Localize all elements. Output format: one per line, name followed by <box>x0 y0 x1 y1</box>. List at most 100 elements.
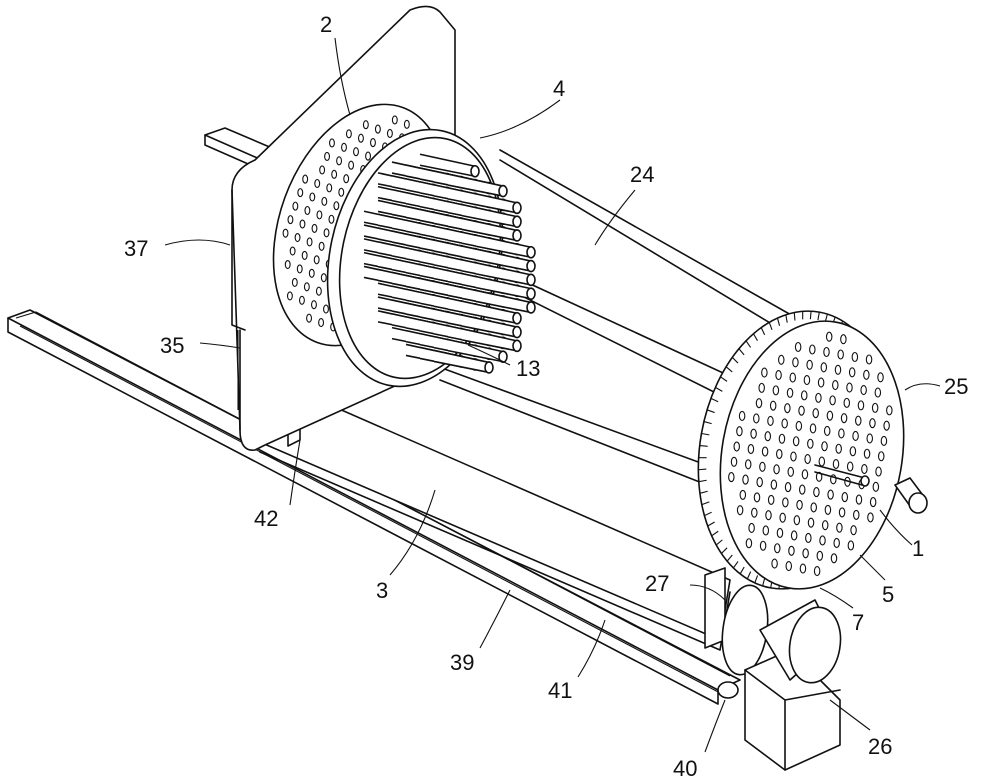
cylinder-tube-end <box>512 325 522 339</box>
perforation-hole <box>843 397 851 408</box>
perforation-hole <box>362 120 369 130</box>
perforation-hole <box>825 331 833 342</box>
perforation-hole <box>819 535 826 546</box>
perforation-hole <box>348 160 355 170</box>
label-41: 41 <box>548 678 572 703</box>
perforation-hole <box>750 428 757 439</box>
perforation-hole <box>784 482 792 493</box>
perforation-hole <box>801 469 809 480</box>
label-37: 37 <box>124 236 148 261</box>
perforation-hole <box>315 286 322 296</box>
perforation-hole <box>331 169 338 179</box>
rail-end-shaft-40 <box>717 681 739 699</box>
perforation-hole <box>815 392 822 403</box>
perforation-hole <box>744 459 752 470</box>
label-7: 7 <box>852 610 864 635</box>
label-5: 5 <box>882 582 894 607</box>
perforation-hole <box>316 210 323 220</box>
perforation-hole <box>840 334 847 345</box>
perforation-hole <box>857 400 865 411</box>
gear-tooth <box>706 409 715 414</box>
perforation-hole <box>338 187 345 197</box>
cylinder-tube-end <box>512 215 522 228</box>
perforation-hole <box>833 537 840 549</box>
perforation-hole <box>798 405 805 416</box>
perforation-hole <box>742 474 749 485</box>
perforation-hole <box>767 494 775 505</box>
perforation-hole <box>869 418 876 429</box>
perforation-hole <box>793 515 801 526</box>
perforation-hole <box>769 400 777 411</box>
gear-tooth <box>785 314 788 323</box>
perforation-hole <box>821 520 829 531</box>
perforation-hole <box>792 436 800 447</box>
perforation-hole <box>792 357 799 368</box>
perforation-hole <box>817 377 825 388</box>
label-40: 40 <box>673 756 697 781</box>
perforation-hole <box>282 228 289 238</box>
perforation-hole <box>874 387 882 398</box>
perforation-hole <box>781 418 788 429</box>
perforation-hole <box>823 425 831 437</box>
perforation-hole <box>755 398 763 409</box>
perforation-hole <box>782 497 789 508</box>
perforation-hole <box>771 558 778 569</box>
gear-tooth <box>776 317 781 326</box>
perforation-hole <box>313 255 320 265</box>
perforation-hole <box>830 474 837 485</box>
perforation-hole <box>799 563 807 574</box>
perforation-hole <box>886 405 893 416</box>
label-35: 35 <box>160 333 184 358</box>
perforation-hole <box>776 527 784 539</box>
perforation-hole <box>803 375 811 386</box>
cylinder-tube-end <box>526 259 536 273</box>
perforation-hole <box>810 502 817 513</box>
perforation-hole <box>345 129 352 139</box>
perforation-hole <box>838 428 845 439</box>
perforation-hole <box>866 433 874 444</box>
label-42: 42 <box>254 506 278 531</box>
perforation-hole <box>770 479 778 490</box>
perforation-hole <box>299 219 306 229</box>
perforation-hole <box>386 128 393 139</box>
perforation-hole <box>809 423 817 434</box>
perforation-hole <box>787 466 795 477</box>
perforation-hole <box>851 351 859 363</box>
gear-tooth <box>698 468 707 471</box>
perforation-hole <box>357 133 364 143</box>
perforation-hole <box>309 192 316 202</box>
perforation-hole <box>865 354 873 365</box>
perforation-hole <box>328 214 335 224</box>
perforation-hole <box>765 510 772 521</box>
perforation-hole <box>880 435 888 447</box>
perforation-hole <box>767 415 774 426</box>
gear-tooth <box>762 578 766 587</box>
label-25: 25 <box>944 374 968 399</box>
reference-labels: 2 4 24 37 35 13 25 42 1 3 27 5 7 39 41 2… <box>124 12 968 781</box>
gear-tooth <box>698 479 707 483</box>
label-26: 26 <box>868 734 892 759</box>
perforation-hole <box>779 512 786 523</box>
label-24: 24 <box>630 162 654 187</box>
perforation-hole <box>849 446 857 457</box>
perforation-hole <box>860 385 867 396</box>
perforation-hole <box>306 237 313 247</box>
cylinder-tube-end <box>512 311 522 325</box>
gear-tooth <box>746 571 752 580</box>
perforation-hole <box>837 349 844 360</box>
gear-tooth <box>699 490 708 494</box>
gear-tooth <box>817 312 820 321</box>
gear-tooth <box>809 311 812 320</box>
perforation-hole <box>846 382 853 393</box>
label-39: 39 <box>450 650 474 675</box>
perforation-hole <box>321 196 328 206</box>
perforation-hole <box>829 395 836 406</box>
perforation-hole <box>298 295 305 305</box>
label-13: 13 <box>516 356 540 381</box>
perforation-hole <box>762 525 770 536</box>
perforation-hole <box>786 387 794 398</box>
gear-tooth <box>715 539 723 546</box>
perforation-hole <box>877 372 884 383</box>
perforation-hole <box>758 382 765 393</box>
